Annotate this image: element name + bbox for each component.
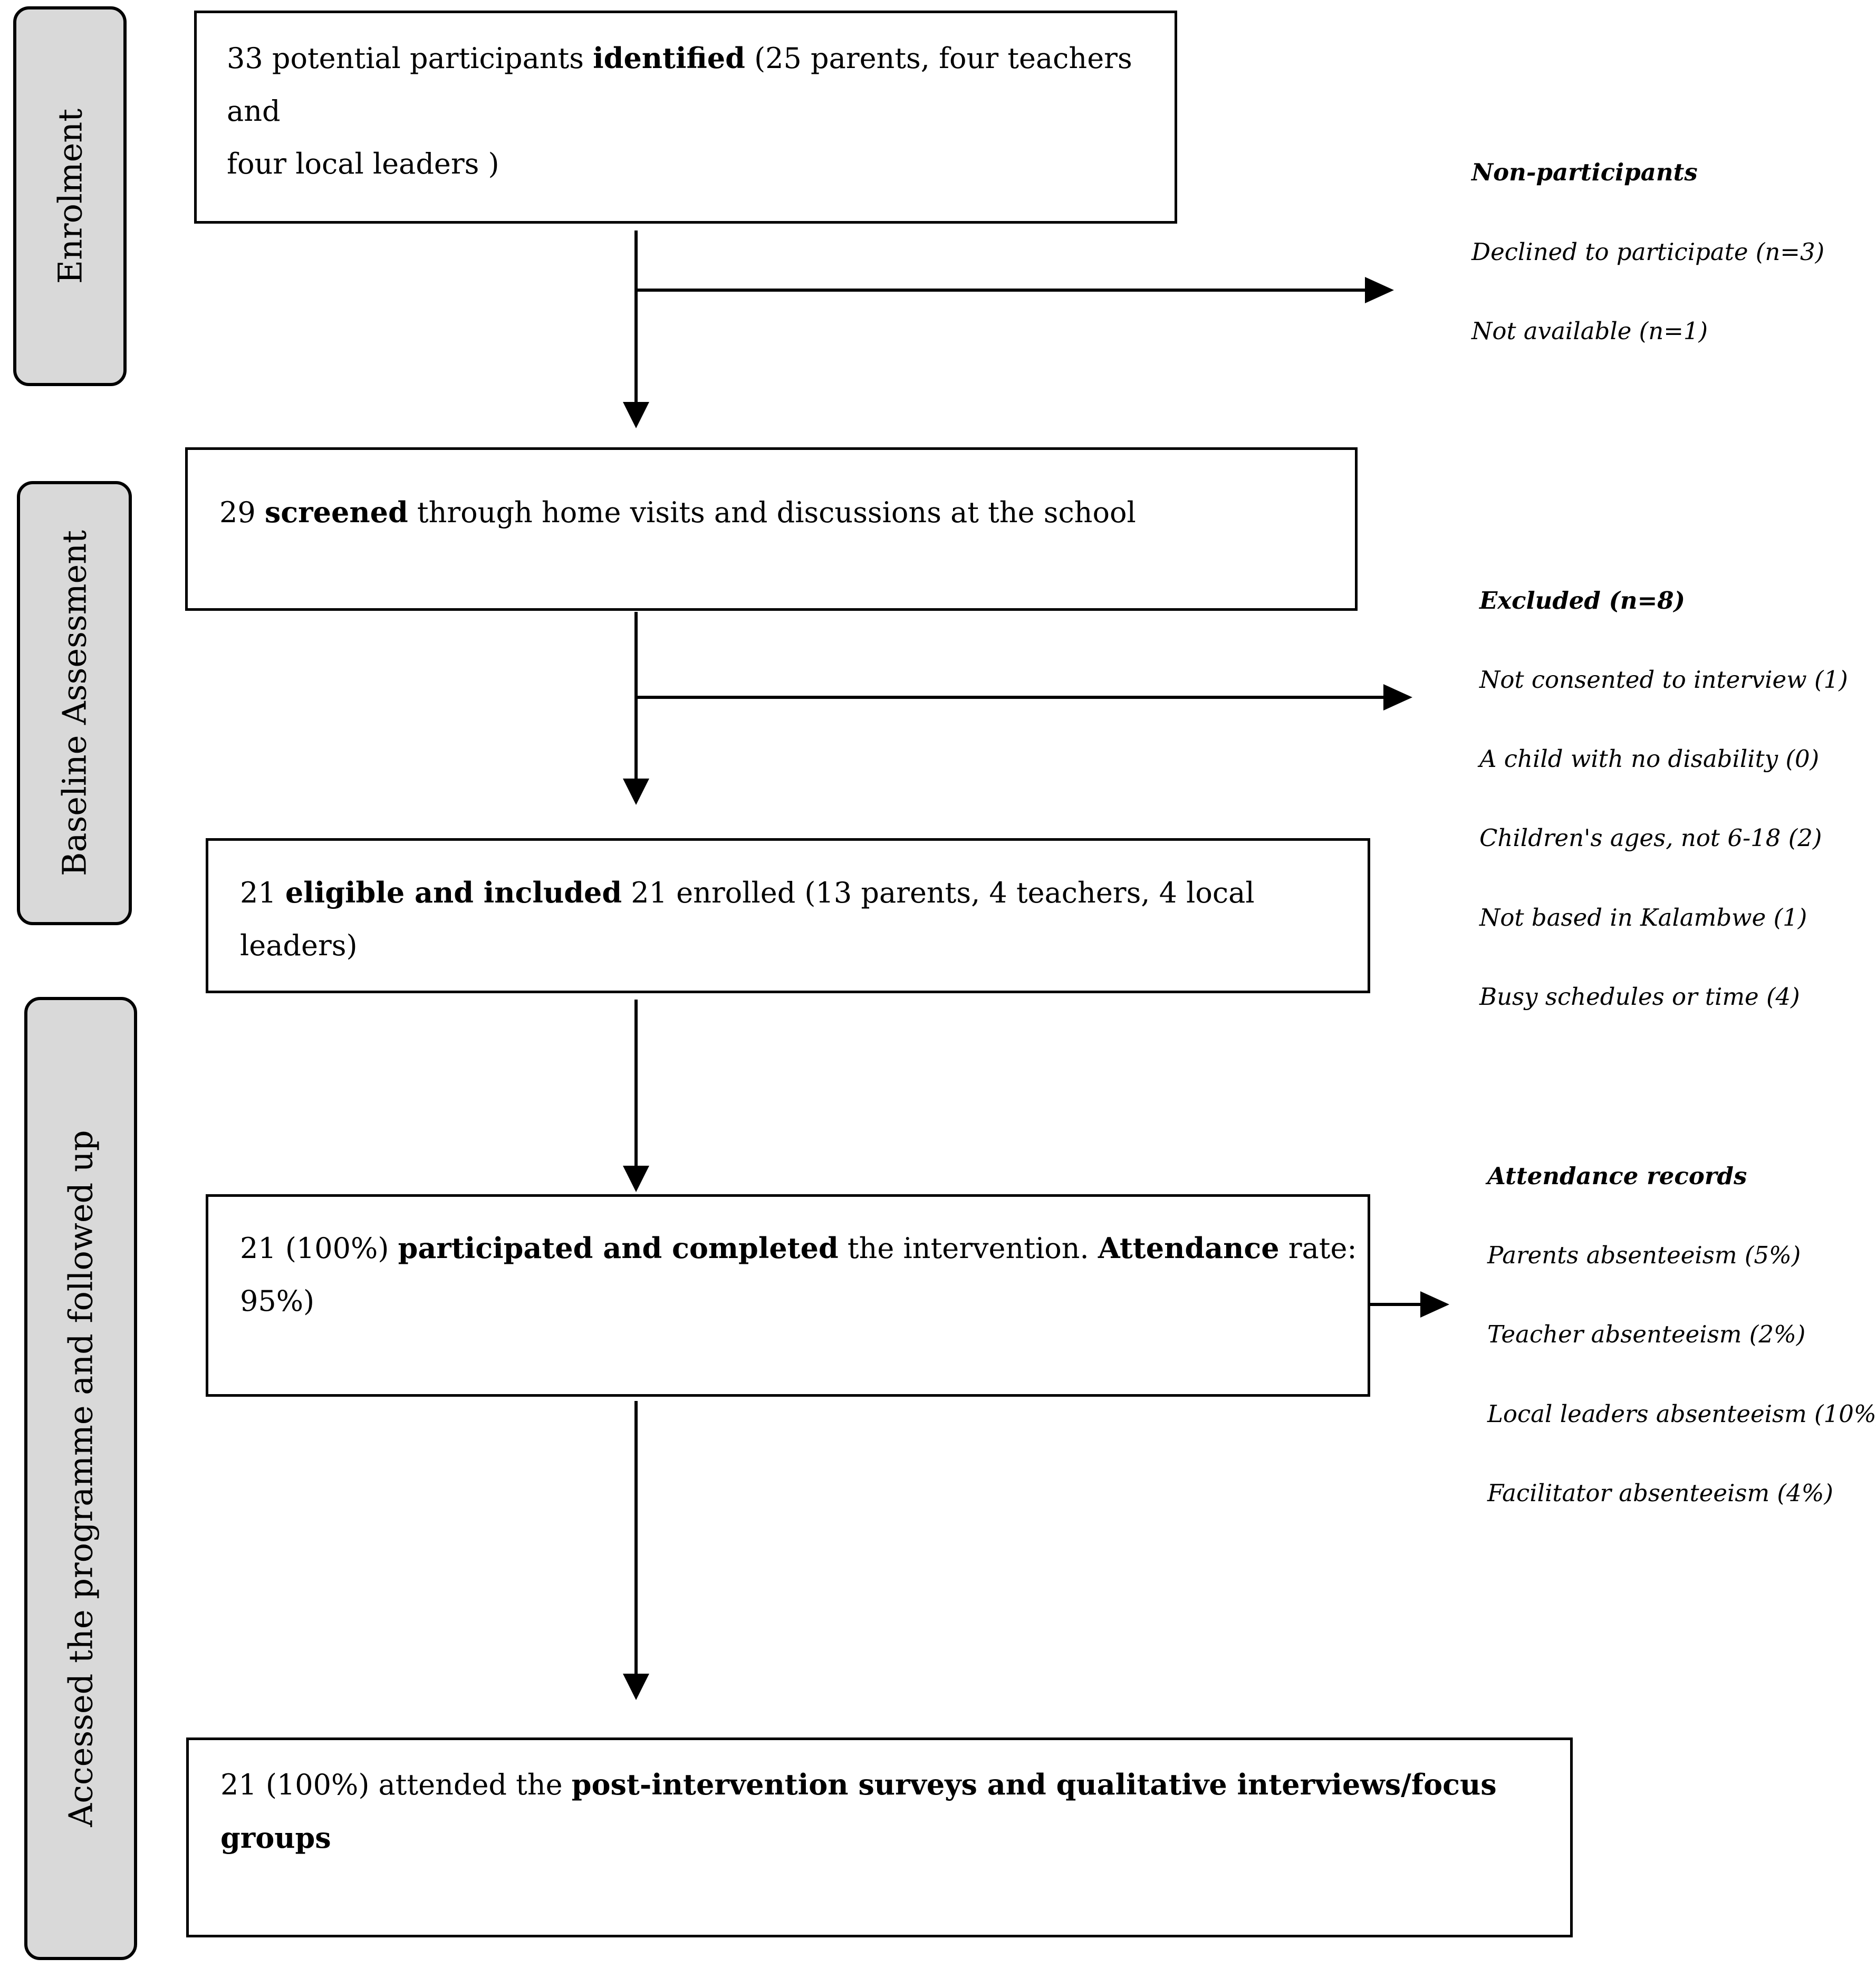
phase-programme-followup: Accessed the programme and followed up — [24, 997, 137, 1960]
non-participants-item: Not available (n=1) — [1471, 317, 1708, 345]
attendance-item: Facilitator absenteeism (4%) — [1487, 1479, 1833, 1507]
attendance-item: Teacher absenteeism (2%) — [1487, 1320, 1806, 1348]
post-intervention-box: 21 (100%) attended the post-intervention… — [186, 1737, 1573, 1937]
excluded-item: Not consented to interview (1) — [1479, 666, 1848, 694]
attendance-item: Parents absenteeism (5%) — [1487, 1241, 1801, 1269]
arrow-down-icon — [623, 1674, 649, 1700]
non-participants-item: Declined to participate (n=3) — [1471, 238, 1825, 266]
eligible-box: 21 eligible and included 21 enrolled (13… — [206, 838, 1370, 993]
excluded-title: Excluded (n=8) — [1479, 587, 1685, 615]
non-participants-title: Non-participants — [1471, 158, 1698, 186]
screened-box: 29 screened through home visits and disc… — [185, 447, 1358, 611]
excluded-item: Not based in Kalambwe (1) — [1479, 904, 1807, 932]
arrow-right-icon — [1383, 684, 1412, 711]
excluded-item: A child with no disability (0) — [1479, 745, 1820, 773]
arrow-down-icon — [623, 402, 649, 428]
identified-box: 33 potential participants identified (25… — [194, 11, 1177, 224]
phase-baseline-assessment: Baseline Assessment — [17, 481, 132, 925]
excluded-item: Children's ages, not 6-18 (2) — [1479, 824, 1822, 852]
arrow-down-icon — [623, 1166, 649, 1192]
arrow-down-icon — [623, 779, 649, 805]
attendance-title: Attendance records — [1487, 1162, 1747, 1190]
excluded-item: Busy schedules or time (4) — [1479, 983, 1800, 1011]
arrow-right-icon — [1420, 1291, 1449, 1318]
arrow-right-icon — [1365, 277, 1394, 303]
participated-box: 21 (100%) participated and completed the… — [206, 1194, 1370, 1397]
phase-enrolment: Enrolment — [13, 6, 127, 386]
attendance-item: Local leaders absenteeism (10%) — [1487, 1400, 1876, 1428]
